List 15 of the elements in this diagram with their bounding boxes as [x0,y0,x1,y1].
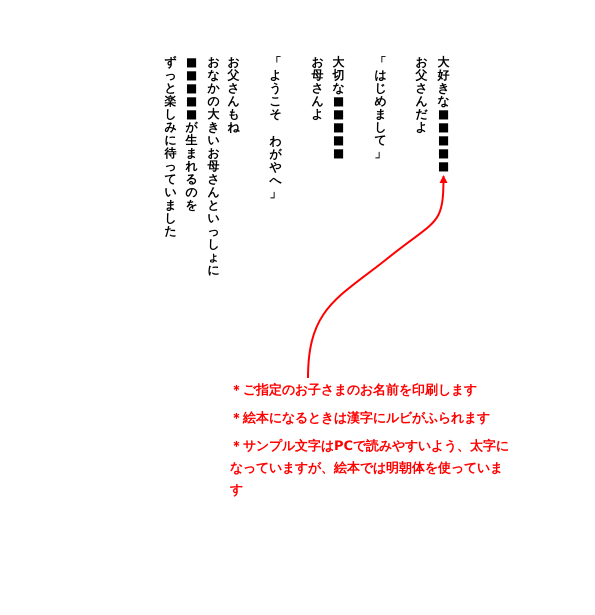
text-column: ずっと楽しみに待っていました [164,56,177,238]
note-text: ＊絵本になるときは漢字にルビがふられます [230,410,491,428]
text-column: 「ようこそ [269,56,282,121]
text-column: 大好きな■■■■■ [437,56,450,173]
text-column: わがやへ」 [269,135,282,200]
note-text: ＊ご指定のお子さまのお名前を印刷します [230,380,514,402]
text-column: おなかの大きいお母さんといっしょに [207,56,220,277]
text-column: 大切な■■■■■ [332,56,345,160]
note-text: ＊サンプル文字はPCで読みやすいよう、太字になっていますが、絵本では明朝体を使っています [230,438,510,500]
text-column: お父さんもね [227,56,240,134]
text-column: 「はじめまして」 [374,56,387,160]
text-column: お母さんよ [311,56,324,121]
leader-line [307,175,448,378]
text-column: お父さんだよ [415,56,428,134]
text-column: ■■■■■が生まれるのを [185,56,198,212]
